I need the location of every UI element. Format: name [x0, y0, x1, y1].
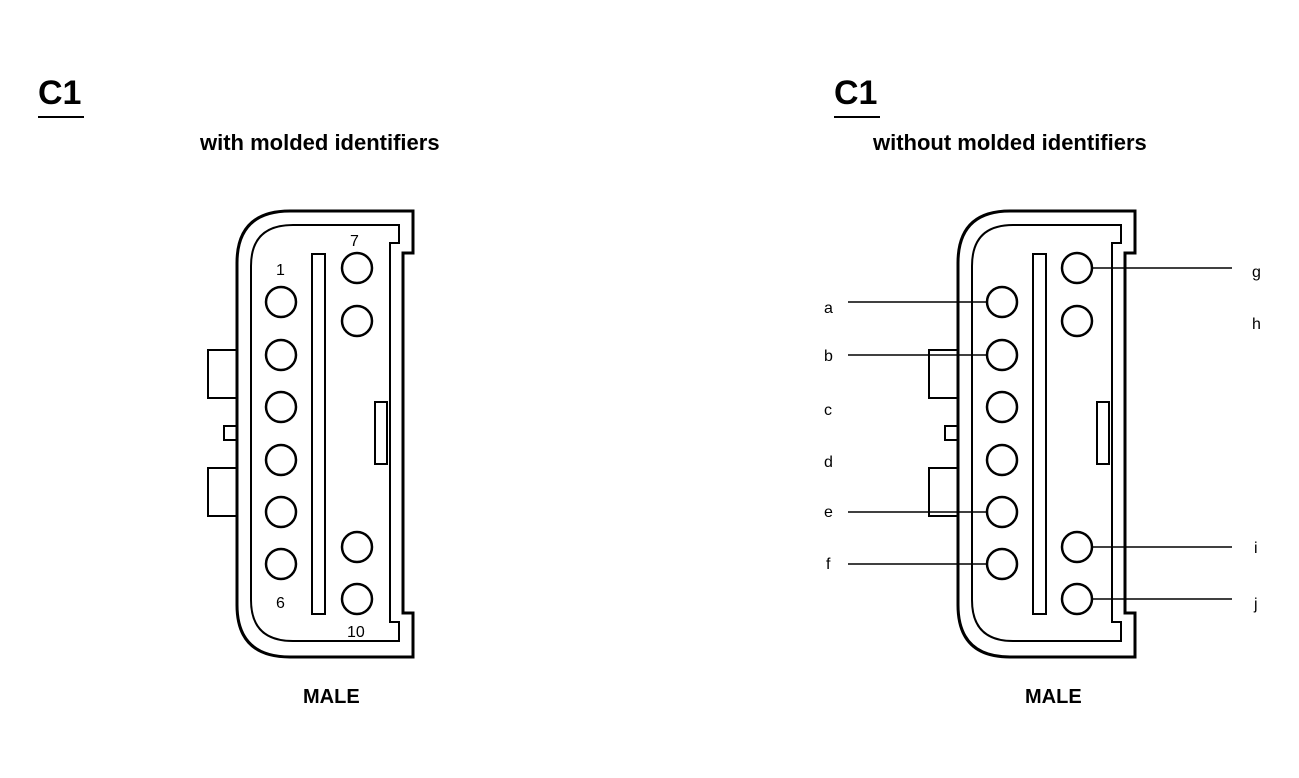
left-pin-3	[264, 390, 298, 424]
left-pin-4	[264, 443, 298, 477]
right-upper-tab	[928, 349, 959, 399]
right-pin-label-d: d	[824, 454, 833, 471]
right-pin-label-a: a	[824, 300, 833, 317]
left-housing-inner	[250, 224, 400, 642]
left-pin-1	[264, 285, 298, 319]
right-connector-body	[928, 209, 1137, 659]
left-title-underline	[38, 116, 84, 118]
right-pins	[985, 251, 1094, 616]
right-pin-h	[1060, 304, 1094, 338]
left-connector-title: C1	[38, 74, 82, 112]
right-title-underline	[834, 116, 880, 118]
right-pin-i	[1060, 530, 1094, 564]
right-pin-g	[1060, 251, 1094, 285]
right-lower-tab	[928, 467, 959, 517]
right-connector-gender: MALE	[1025, 686, 1082, 708]
right-connector-subtitle: without molded identifiers	[873, 130, 1147, 155]
right-pin-e	[985, 495, 1019, 529]
right-pin-f	[985, 547, 1019, 581]
left-pin-2	[264, 338, 298, 372]
right-pin-b	[985, 338, 1019, 372]
left-right-latch	[374, 401, 388, 465]
left-pin-label-6: 6	[276, 595, 285, 612]
right-right-latch	[1096, 401, 1110, 465]
left-pins	[264, 251, 374, 616]
right-pin-label-j: j	[1253, 596, 1258, 613]
left-pin-7	[340, 251, 374, 285]
right-connector-title: C1	[834, 74, 878, 112]
left-connector-gender: MALE	[303, 686, 360, 708]
left-pin-9	[340, 530, 374, 564]
right-center-divider	[1032, 253, 1047, 615]
left-pin-8	[340, 304, 374, 338]
left-pin-6	[264, 547, 298, 581]
left-connector-body	[207, 209, 415, 659]
right-pin-label-c: c	[824, 402, 832, 419]
right-pin-d	[985, 443, 1019, 477]
left-center-divider	[311, 253, 326, 615]
left-pin-5	[264, 495, 298, 529]
right-pin-label-h: h	[1252, 316, 1261, 333]
right-pin-a	[985, 285, 1019, 319]
left-lower-tab	[207, 467, 238, 517]
right-housing-outer	[956, 209, 1137, 659]
right-leader-lines	[848, 267, 1232, 600]
left-upper-tab	[207, 349, 238, 399]
right-pin-c	[985, 390, 1019, 424]
right-pin-label-e: e	[824, 504, 833, 521]
left-pin-label-1: 1	[276, 262, 285, 279]
left-pin-label-7: 7	[350, 233, 359, 250]
right-pin-label-b: b	[824, 348, 833, 365]
left-pin-label-10: 10	[347, 624, 365, 641]
right-pin-j	[1060, 582, 1094, 616]
left-small-key	[223, 425, 238, 441]
right-housing-inner	[971, 224, 1122, 642]
right-pin-label-i: i	[1254, 540, 1258, 557]
left-connector-subtitle: with molded identifiers	[200, 130, 440, 155]
right-small-key	[944, 425, 959, 441]
left-pin-10	[340, 582, 374, 616]
right-pin-label-f: f	[826, 556, 831, 573]
right-pin-label-g: g	[1252, 264, 1261, 281]
left-housing-outer	[235, 209, 415, 659]
